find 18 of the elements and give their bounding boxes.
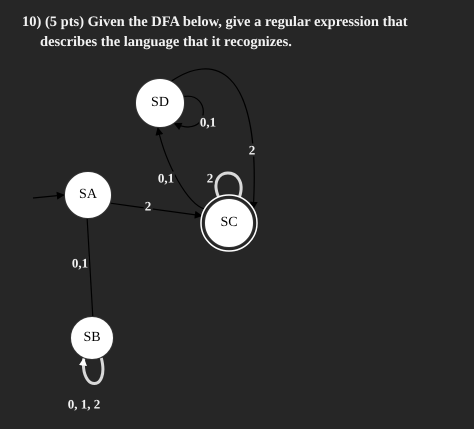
transition-arrow	[171, 68, 258, 210]
state-label: SD	[151, 96, 169, 110]
transition-arrow	[110, 202, 203, 219]
edge-label: 0, 1, 2	[66, 398, 102, 410]
transition-arrow	[156, 127, 205, 210]
state-label: SB	[83, 331, 101, 345]
edge-label: 2	[206, 172, 214, 184]
edge-label: 0,1	[70, 256, 90, 270]
state-label: SA	[79, 188, 97, 202]
question-title: 10) (5 pts) Given the DFA below, give a regular expression that describes the language that it recognizes.	[22, 13, 409, 52]
self-loop-arrow	[80, 358, 104, 385]
transition-arrow	[32, 192, 65, 200]
edge-label: 0,1	[156, 172, 176, 184]
state-label: SC	[220, 216, 238, 230]
self-loop-arrow	[174, 96, 204, 130]
edge-label: 0,1	[198, 116, 218, 128]
edge-label: 2	[248, 144, 256, 156]
edge-label: 2	[144, 200, 152, 212]
